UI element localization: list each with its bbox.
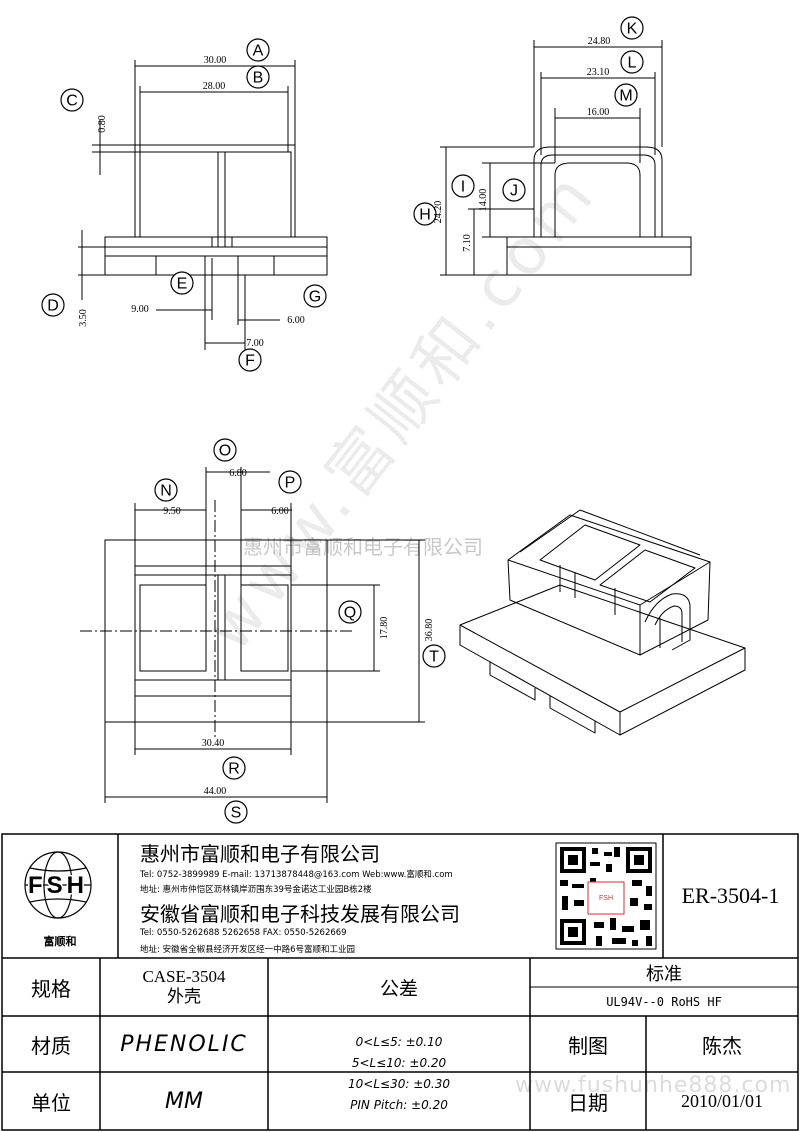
company-name-huizhou: 惠州市富顺和电子有限公司 — [140, 842, 380, 866]
address-anhui: 地址: 安徽省全椒县经济开发区经一中路6号富顺和工业园 — [140, 945, 355, 955]
contact-anhui: Tel: 0550-5262688 5262658 FAX: 0550-5262… — [140, 928, 347, 938]
dim-M: 16.00 — [587, 107, 610, 118]
spec-value: CASE-3504 外壳 — [100, 958, 268, 1016]
standard-value: UL94V--0 RoHS HF — [606, 994, 722, 1009]
address-huizhou: 地址: 惠州市仲恺区沥林镇岸沥围东39号金诺达工业园B栋2楼 — [140, 885, 372, 895]
label-E: E — [177, 276, 188, 293]
tolerance-row: 0<L≤5: ±0.10 — [355, 1035, 443, 1049]
dim-J: 14.00 — [478, 189, 489, 212]
drawn-label: 制图 — [568, 1033, 608, 1058]
watermark-website: www.fushunhe888.com — [515, 1073, 792, 1098]
dim-D: 3.50 — [78, 309, 89, 327]
label-K: K — [627, 21, 638, 38]
front-view — [78, 60, 328, 350]
dim-R: 30.40 — [202, 738, 225, 749]
tolerance-table: 0<L≤5: ±0.10 5<L≤10: ±0.20 10<L≤30: ±0.3… — [268, 1022, 530, 1126]
tolerance-row: PIN Pitch: ±0.20 — [350, 1098, 448, 1112]
qr-logo-letters: FSH — [599, 895, 613, 902]
label-M: M — [619, 88, 632, 105]
label-Q: Q — [344, 605, 356, 622]
label-A: A — [253, 43, 264, 60]
date-label: 日期 — [568, 1090, 608, 1115]
contact-huizhou: Tel: 0752-3899989 E-mail: 13713878448@16… — [140, 870, 453, 880]
dim-N: 9.50 — [163, 506, 181, 517]
dim-S: 44.00 — [204, 786, 227, 797]
label-C: C — [66, 93, 78, 110]
spec-type: 外壳 — [167, 987, 201, 1007]
dim-K: 24.80 — [588, 36, 611, 47]
company-name-anhui: 安徽省富顺和电子科技发展有限公司 — [140, 902, 460, 926]
label-S: S — [231, 805, 242, 822]
label-D: D — [47, 298, 59, 315]
dim-L: 23.10 — [587, 67, 610, 78]
label-N: N — [160, 483, 172, 500]
dim-I: 7.10 — [462, 234, 473, 252]
tolerance-row: 5<L≤10: ±0.20 — [351, 1056, 447, 1070]
logo-name: 富顺和 — [44, 934, 77, 948]
label-H: H — [419, 207, 431, 224]
label-B: B — [253, 70, 264, 87]
dim-E: 9.00 — [131, 304, 149, 315]
spec-label: 规格 — [31, 976, 71, 1001]
dim-B: 28.00 — [203, 81, 226, 92]
label-T: T — [429, 649, 439, 666]
dim-C: 0.80 — [97, 115, 108, 133]
top-view — [80, 467, 425, 803]
label-J: J — [510, 183, 518, 200]
date-value: 2010/01/01 — [680, 1090, 763, 1111]
isometric-view — [459, 509, 746, 736]
label-P: P — [285, 475, 296, 492]
spec-model: CASE-3504 — [142, 966, 226, 986]
tolerance-row: 10<L≤30: ±0.30 — [348, 1077, 450, 1091]
dim-F: 7.00 — [246, 338, 264, 349]
dim-A: 30.00 — [204, 55, 227, 66]
unit-label: 单位 — [31, 1090, 71, 1115]
standard-label: 标准 — [646, 963, 682, 985]
label-O: O — [219, 443, 231, 460]
unit-value: MM — [165, 1088, 203, 1114]
material-value: PHENOLIC — [120, 1031, 248, 1057]
qr-code: FSH — [555, 842, 657, 950]
dim-G: 6.00 — [287, 315, 305, 326]
dim-T: 36.80 — [424, 619, 435, 642]
material-label: 材质 — [31, 1033, 71, 1058]
label-R: R — [228, 761, 240, 778]
drawn-value: 陈杰 — [702, 1033, 742, 1058]
label-L: L — [628, 55, 637, 72]
part-number: ER-3504-1 — [681, 883, 780, 908]
title-block-grid — [1, 833, 799, 1131]
fsh-logo — [24, 851, 92, 919]
dim-H: 24.20 — [433, 201, 444, 224]
tolerance-label: 公差 — [379, 977, 418, 1000]
label-I: I — [461, 179, 465, 196]
label-F: F — [245, 353, 255, 370]
dim-P: 6.00 — [271, 506, 289, 517]
dim-Q: 17.80 — [379, 617, 390, 640]
side-view — [440, 40, 692, 276]
logo-letters: FSH — [28, 872, 88, 899]
label-G: G — [309, 289, 321, 306]
watermark-company: 惠州市富顺和电子有限公司 — [243, 535, 483, 559]
dim-O: 6.80 — [229, 468, 247, 479]
